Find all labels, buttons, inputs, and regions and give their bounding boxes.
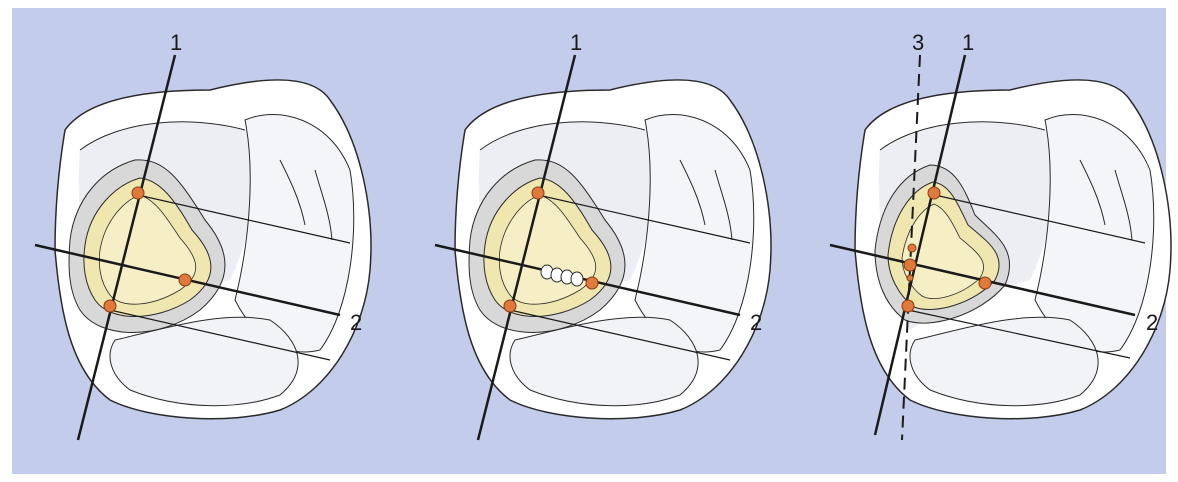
marker-dot	[132, 187, 144, 199]
marker-dot	[979, 277, 991, 289]
marker-dot	[902, 300, 914, 312]
marker-dot	[532, 187, 544, 199]
marker-dot	[179, 274, 191, 286]
line-label: 2	[750, 310, 762, 335]
marker-dot	[908, 244, 916, 252]
line-label: 2	[350, 310, 362, 335]
line-label: 2	[1146, 310, 1158, 335]
marker-dot	[928, 187, 940, 199]
marker-dot	[907, 275, 913, 281]
line-label: 1	[570, 30, 582, 55]
marker-dot	[904, 259, 916, 271]
line-label: 1	[962, 30, 974, 55]
marker-dot	[586, 277, 598, 289]
line-label: 1	[170, 30, 182, 55]
line-label: 3	[912, 30, 924, 55]
marker-dot	[504, 300, 516, 312]
marker-dot	[104, 300, 116, 312]
